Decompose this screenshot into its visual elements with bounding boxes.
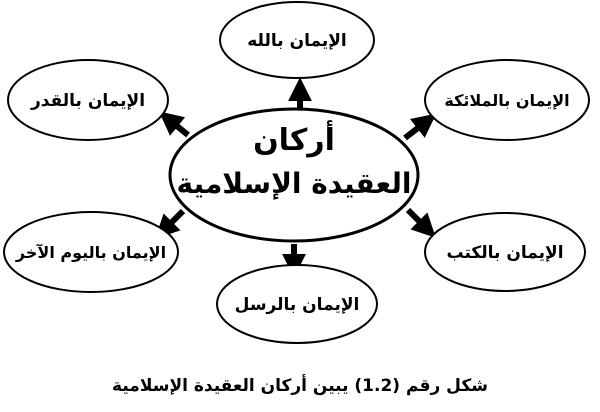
node-ellipse: [7, 59, 169, 141]
node-ellipse: [424, 59, 590, 141]
node-label: الإيمان بالكتب: [446, 243, 563, 263]
node-lastday: الإيمان باليوم الآخر: [3, 211, 179, 293]
figure-caption: شكل رقم (1.2) يبين أركان العقيدة الإسلام…: [112, 374, 488, 396]
center-node: أركان العقيدة الإسلامية: [168, 107, 420, 243]
node-label: الإيمان باليوم الآخر: [15, 243, 166, 262]
node-books: الإيمان بالكتب: [424, 212, 586, 292]
arrow-to-books: [405, 207, 436, 238]
node-angels: الإيمان بالملائكة: [424, 59, 590, 141]
node-allah: الإيمان بالله: [219, 1, 375, 79]
arrow-to-lastday: [155, 208, 186, 239]
arrows: [155, 77, 437, 278]
center-ellipse: [168, 107, 420, 243]
node-label: الإيمان بالملائكة: [444, 91, 569, 110]
node-ellipse: [216, 264, 378, 344]
node-messengers: الإيمان بالرسل: [216, 264, 378, 344]
node-qadar: الإيمان بالقدر: [7, 59, 169, 141]
node-label: الإيمان بالقدر: [30, 91, 145, 111]
node-ellipse: [219, 1, 375, 79]
center-title-line1: أركان: [253, 120, 335, 158]
center-title-line2: العقيدة الإسلامية: [177, 167, 412, 200]
node-label: الإيمان بالله: [247, 31, 346, 51]
node-label: الإيمان بالرسل: [235, 295, 360, 315]
arrow-to-qadar: [158, 111, 190, 138]
arrow-to-angels: [403, 113, 437, 141]
node-ellipse: [424, 212, 586, 292]
node-ellipse: [3, 211, 179, 293]
